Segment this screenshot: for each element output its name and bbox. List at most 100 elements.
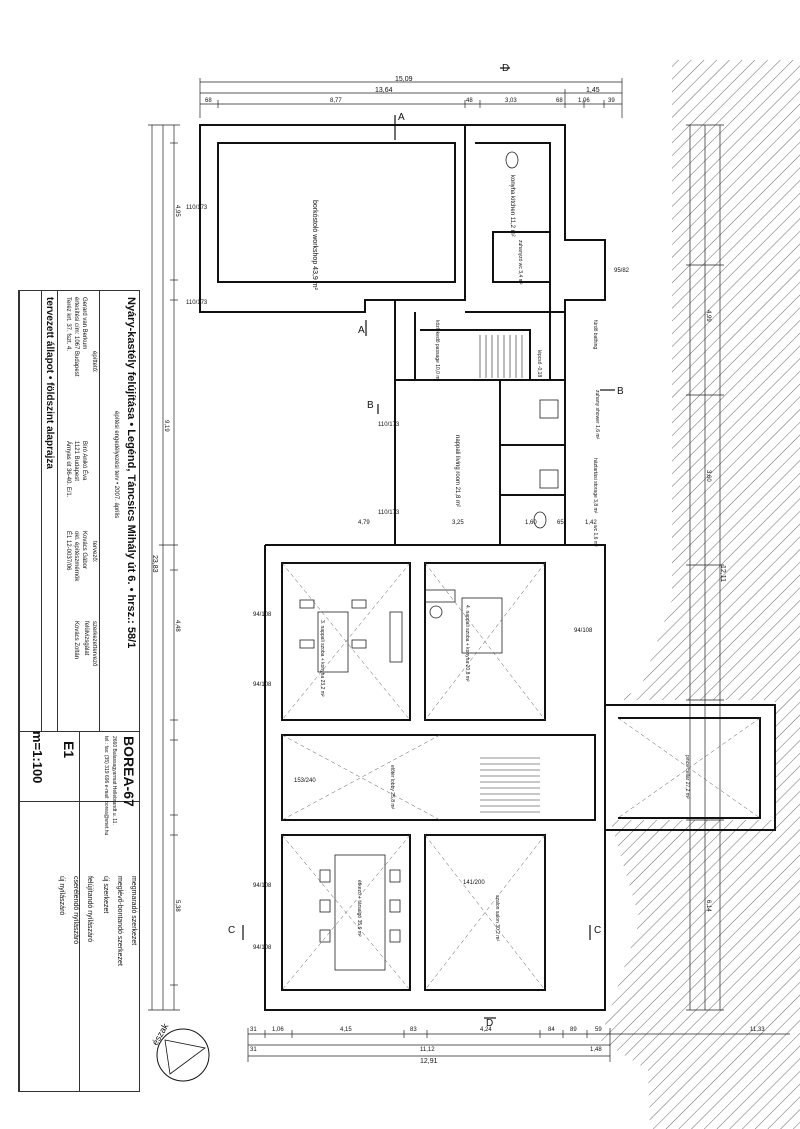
dim-mid-0: 4,79 <box>358 520 370 526</box>
vault-lines <box>281 562 761 991</box>
project-title: Nyáry-kastély felújítása • Legénd, Táncs… <box>125 297 137 649</box>
structural-label: szerkezettervező <box>91 621 97 667</box>
dimension-lines-top <box>199 78 623 118</box>
dim-right-total: 12,11 <box>719 565 726 582</box>
designer-title: okl. építészmérnök <box>73 531 79 582</box>
sheet-number: E1 <box>61 741 77 759</box>
legend-item-new: új szerkezet <box>102 876 109 914</box>
legend-item-demolish: meglévő-bontandó szerkezet <box>116 876 123 966</box>
structural-sub: felülvizsgálat <box>83 621 89 656</box>
opening-size: 110/173 <box>186 205 208 211</box>
room-label-shower: zuhany shower 1,6 m² <box>594 390 600 440</box>
dim-right-0: 4,99 <box>705 310 711 322</box>
dimension-lines-bottom <box>247 1028 790 1062</box>
north-arrow-icon <box>156 1028 210 1082</box>
dim-left-total: 23,83 <box>151 555 158 573</box>
opening-size: 94/108 <box>253 883 272 889</box>
designer-id: É1 12-0037/06 <box>65 531 71 571</box>
legend-item-replace: cserélendő nyílászáró <box>72 876 79 945</box>
dim-bottom-row2-1: 11,12 <box>420 1047 435 1053</box>
room-label-storage: háztartási storage 3,8 m² <box>592 458 598 514</box>
client-label: építtető: <box>91 351 97 373</box>
opening-size: 94/108 <box>253 945 272 951</box>
opening-size: 94/108 <box>253 612 272 618</box>
drawing-title: tervezett állapot • földszint alaprajza <box>44 297 55 469</box>
dim-top-total: 15,09 <box>395 76 413 83</box>
stair-treads <box>479 335 540 813</box>
section-a-2: A <box>398 112 405 123</box>
designer-label: tervező: <box>91 541 97 563</box>
section-b-1: B <box>367 400 374 411</box>
firm-contact: tel.: fax: (35) 319 696 e-mail: borea@vn… <box>103 736 109 836</box>
room-label-living: nappali living room 21,8 m² <box>454 435 460 508</box>
dim-top-row3-1: 8,77 <box>330 98 342 104</box>
client-2-name: Bíró Anikó Éva <box>81 441 87 481</box>
opening-size: 94/108 <box>253 682 272 688</box>
opening-size: 141/200 <box>463 880 485 886</box>
dim-bottom-right: 11,33 <box>750 1027 765 1033</box>
section-c-2: C <box>594 925 602 936</box>
room-label-passage: közlekedő passage 10,0 m² <box>434 320 440 382</box>
designer-name: Kovács Gábor <box>81 531 87 570</box>
room-label-cellar: pince cellar 27,2 m² <box>684 755 690 799</box>
section-d-2: D <box>486 1018 494 1029</box>
dim-top-row3-6: 39 <box>608 98 615 104</box>
dimension-lines-left <box>148 124 180 1011</box>
opening-size: 110/173 <box>186 300 208 306</box>
dim-bottom-row3-2: 4,15 <box>340 1027 352 1033</box>
room-label-apartment-3: 3. nappali szoba + konyha 23,2 m² <box>319 620 325 697</box>
room-label-lobby: előtér lobby 25,8 m² <box>389 765 395 810</box>
section-a-1: A <box>358 325 365 336</box>
section-c-1: C <box>228 925 236 936</box>
room-label-apartment-4: 4. nappali szoba + konyha 20,8 m² <box>464 605 470 682</box>
opening-size: 110/173 <box>378 510 400 516</box>
dim-bottom-row3-7: 59 <box>595 1027 602 1033</box>
dim-left-3: 5,38 <box>174 900 180 912</box>
dim-top-row3-3: 3,03 <box>505 98 517 104</box>
room-label-stair: lépcső -0,18 <box>536 350 542 378</box>
dim-top-row2-a: 13,64 <box>375 87 393 94</box>
dim-bottom-row3-4: 4,24 <box>480 1027 492 1033</box>
legend-item-new-opening: új nyílászáró <box>58 876 65 916</box>
legend-item-renovate: felújítandó nyílászáró <box>86 876 93 943</box>
room-label-kitchen: konyha kitchen 11,2 m² <box>509 175 515 237</box>
dimension-lines-right <box>686 124 724 1011</box>
firm-logo-text: BOREA-67 <box>121 736 137 807</box>
dim-bottom-row3-5: 84 <box>548 1027 555 1033</box>
dim-bottom-row3-0: 31 <box>250 1027 257 1033</box>
project-phase: építési engedélyezési terv • 2007. ápril… <box>113 411 119 519</box>
client-2-address-2: Árnyas út 36-40. E/1. <box>65 441 71 498</box>
dim-bottom-row2-0: 31 <box>250 1047 257 1053</box>
section-b-2: B <box>617 386 624 397</box>
terrain-hatch <box>600 60 800 1129</box>
section-d-1: D <box>502 63 510 74</box>
title-block: Nyáry-kastély felújítása • Legénd, Táncs… <box>18 290 140 1092</box>
dim-bottom-row2-2: 1,48 <box>590 1047 602 1053</box>
furniture <box>299 151 559 971</box>
room-label-workshop: borkóstoló workshop 43,9 m² <box>311 200 318 290</box>
dim-mid-3: 65 <box>557 520 564 526</box>
dim-top-row2-b: 1,45 <box>586 87 600 94</box>
dim-left-1: 4,95 <box>174 205 180 217</box>
dim-bottom-row3-3: 83 <box>410 1027 417 1033</box>
dim-right-2: 6,14 <box>705 900 711 912</box>
client-address-1: értesítési cím: 1067 Budapest <box>73 297 79 377</box>
client-2-address-1: 1121 Budapest <box>73 441 79 481</box>
section-markers <box>242 67 615 1019</box>
legend-item-existing: megmaradó szerkezet <box>130 876 137 946</box>
room-label-salon: szalon salon 30,2 m² <box>494 895 500 942</box>
opening-size: 153/240 <box>294 778 316 784</box>
dim-top-row3-5: 1,06 <box>578 98 590 104</box>
room-label-wc: wc 1,6 m² <box>592 525 598 547</box>
client-address-2: Teréz krt. 37. fszt. 4. <box>65 297 71 352</box>
structural-name: Kovács Zoltán <box>73 621 79 660</box>
dim-left-0: 9,19 <box>163 420 169 432</box>
dim-mid-4: 1,42 <box>585 520 597 526</box>
room-label-bathing: fürdő bathing <box>592 320 598 350</box>
dim-mid-2: 1,60 <box>525 520 537 526</box>
dim-bottom-row3-6: 89 <box>570 1027 577 1033</box>
room-label-dining: étkező + társalgó 35,6 m² <box>356 880 362 937</box>
building-walls <box>199 124 776 1011</box>
firm-address: 2660 Balassagyarmat Hellebrandt u. 11. <box>111 736 117 825</box>
